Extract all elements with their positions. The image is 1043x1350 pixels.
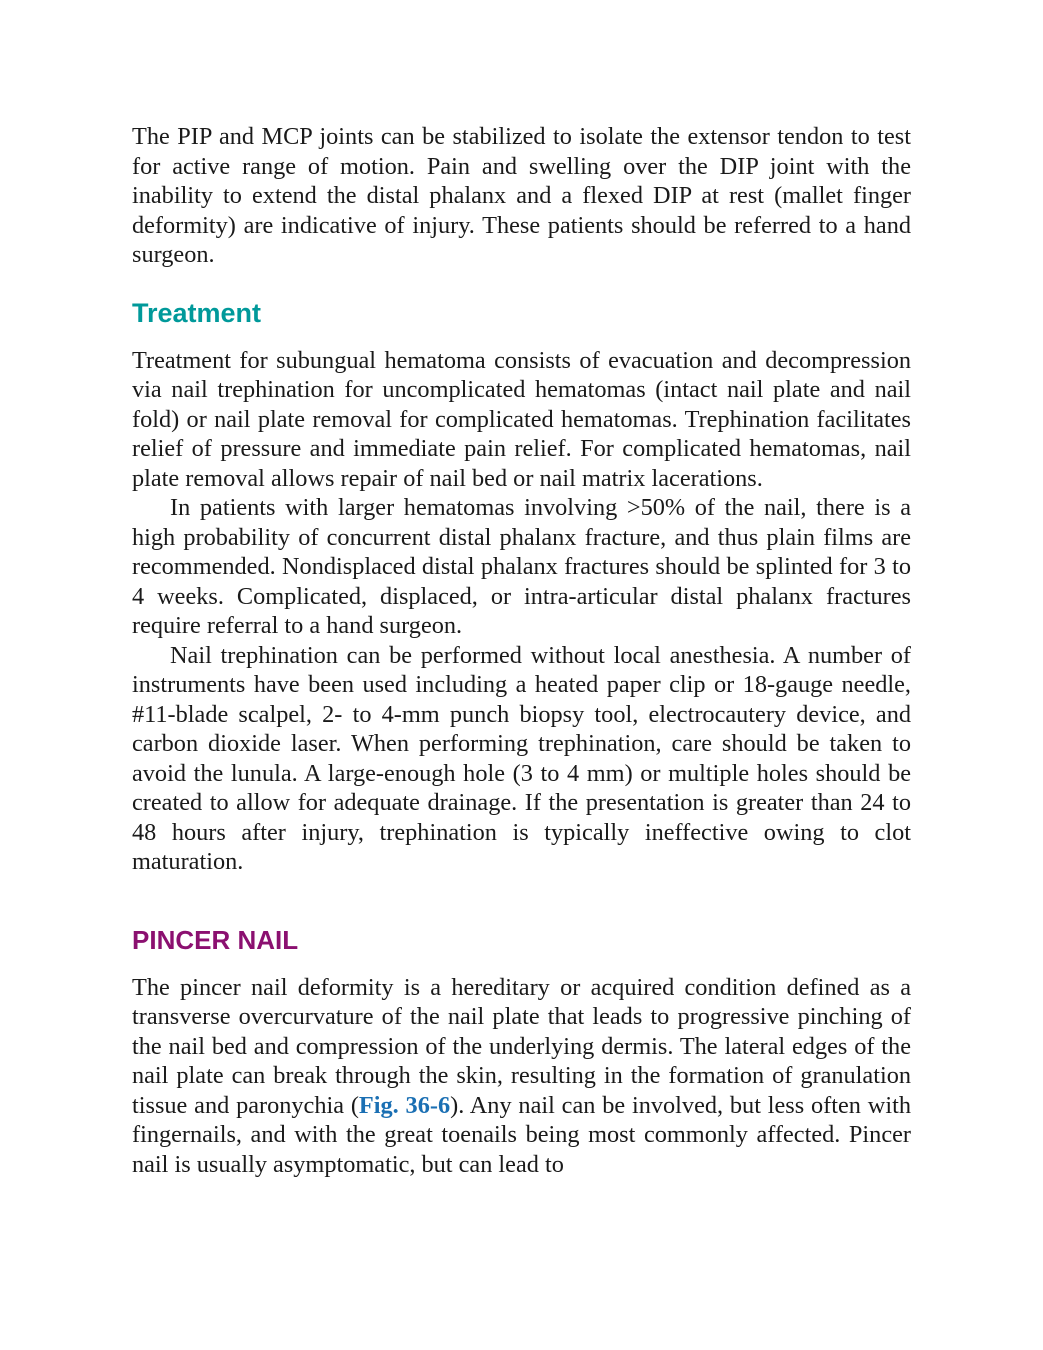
- pincer-text-before-link: The pincer nail deformity is a hereditar…: [132, 973, 911, 1119]
- treatment-paragraph-1: Treatment for subungual hematoma consist…: [132, 346, 911, 492]
- treatment-paragraph-3: Nail trephination can be performed witho…: [132, 641, 911, 876]
- pincer-text-after-link: ). Any nail can be involved, but less of…: [132, 1091, 911, 1178]
- page-content: The PIP and MCP joints can be stabilized…: [132, 122, 911, 1179]
- pincer-nail-heading: PINCER NAIL: [132, 924, 299, 955]
- pincer-nail-paragraph: The pincer nail deformity is a hereditar…: [132, 973, 911, 1180]
- treatment-heading: Treatment: [132, 297, 262, 328]
- figure-link[interactable]: Fig. 36-6: [358, 1091, 451, 1119]
- intro-paragraph: The PIP and MCP joints can be stabilized…: [132, 123, 911, 268]
- treatment-paragraph-2: In patients with larger hematomas involv…: [132, 494, 911, 639]
